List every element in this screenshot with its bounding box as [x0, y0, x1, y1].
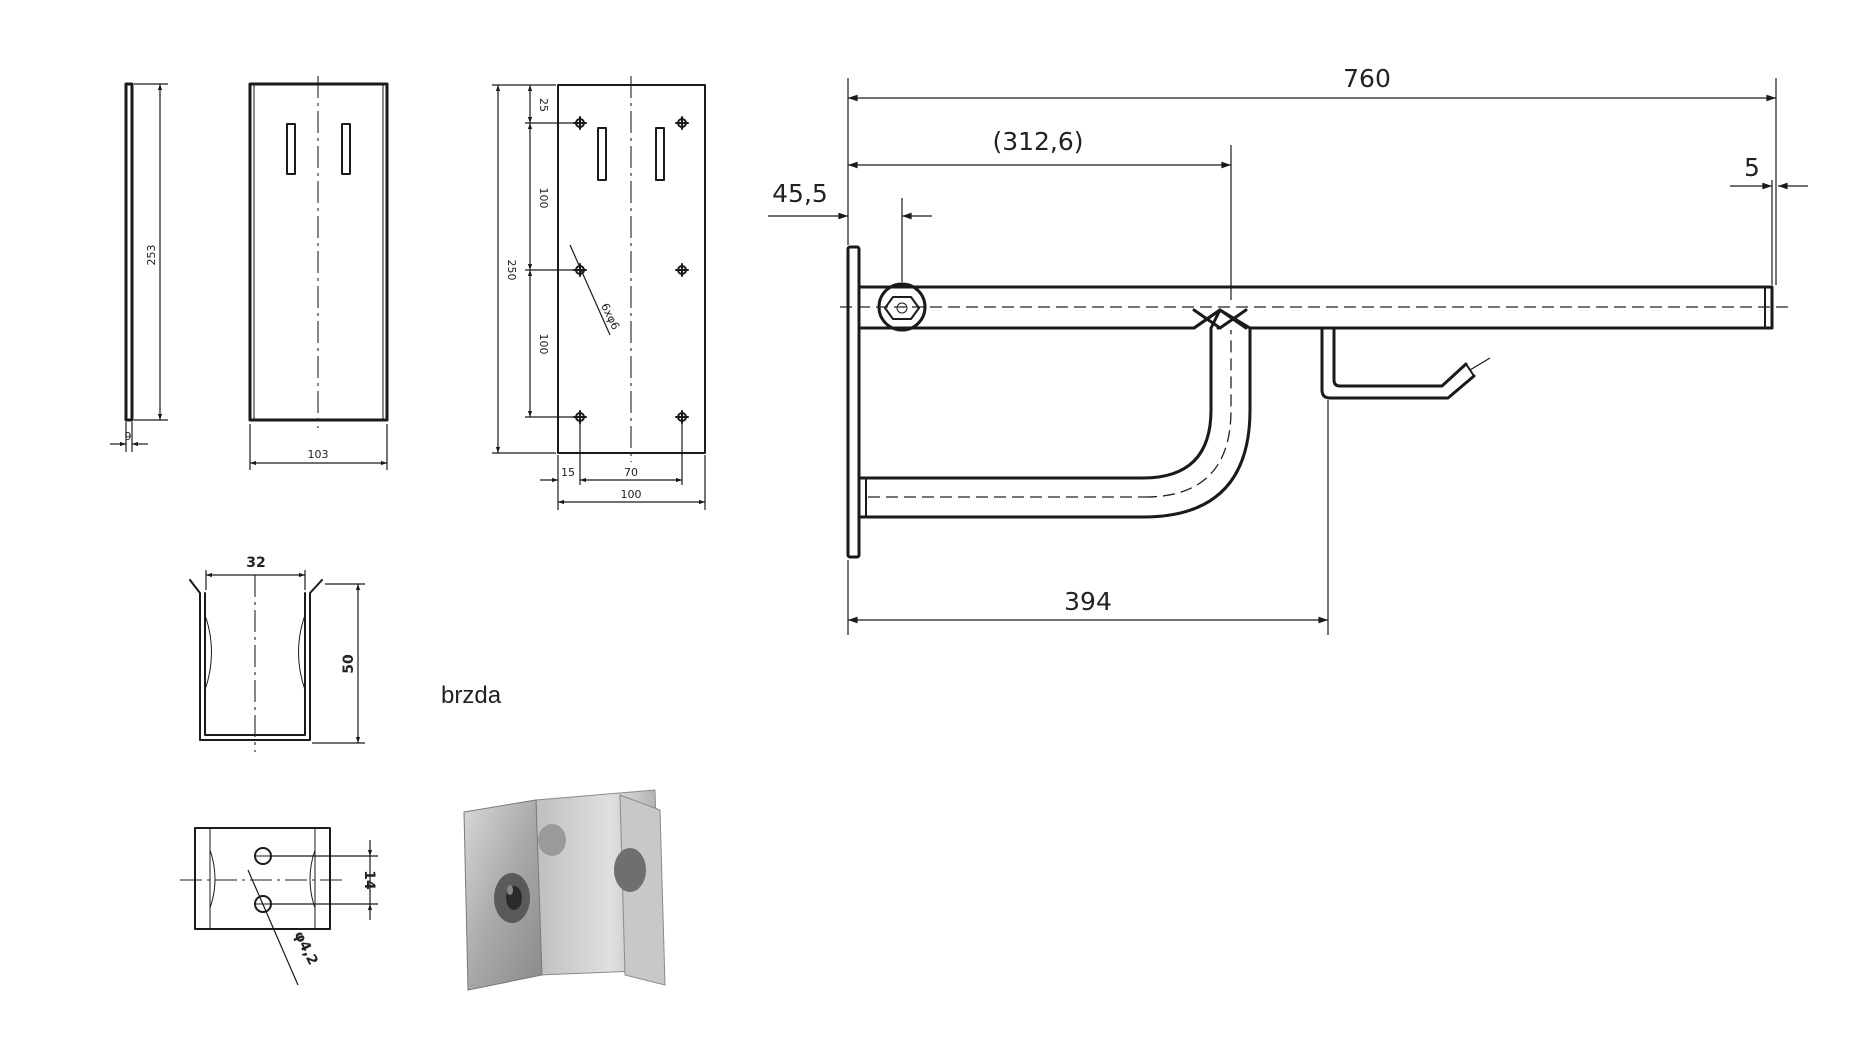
- dim-394: 394: [1064, 587, 1112, 616]
- plate-front-view: 103: [248, 76, 389, 470]
- brake-bracket-photo: [463, 789, 666, 991]
- dim-9: 9: [125, 430, 132, 443]
- wall-plate: [846, 245, 861, 559]
- dim-250: 250: [505, 260, 518, 281]
- dim-253: 253: [145, 245, 158, 266]
- dim-760: 760: [1343, 64, 1391, 93]
- dim-32: 32: [246, 555, 265, 571]
- dim-5: 5: [1744, 153, 1760, 182]
- brake-side-view: 32 50: [189, 555, 365, 752]
- dim-45-5: 45,5: [772, 179, 828, 208]
- main-grab-bar-view: 760 (312,6) 45,5 5 394: [768, 64, 1808, 635]
- hole-note-4-2: φ4,2: [291, 929, 321, 968]
- brake-label: brzda: [441, 682, 502, 709]
- dim-25: 25: [537, 98, 550, 112]
- brake-top-view: 14 φ4,2: [180, 827, 378, 986]
- dim-100-upper: 100: [537, 188, 550, 209]
- hex-nut: [884, 296, 920, 320]
- upper-arm: [857, 285, 1774, 330]
- dim-100-width: 100: [621, 488, 642, 501]
- plate-side-view: 253 9: [110, 82, 168, 452]
- dim-14: 14: [361, 870, 377, 890]
- dim-70: 70: [624, 466, 638, 479]
- dim-312-6: (312,6): [992, 127, 1083, 156]
- dim-103: 103: [308, 448, 329, 461]
- dim-100-lower: 100: [537, 334, 550, 355]
- paper-holder-hook: [1320, 326, 1476, 400]
- dim-50: 50: [341, 654, 357, 674]
- plate-back-view: 6xφ6 25 100 250 100 15 70 100: [492, 76, 706, 510]
- dim-15: 15: [561, 466, 575, 479]
- support-leg: [857, 308, 1222, 480]
